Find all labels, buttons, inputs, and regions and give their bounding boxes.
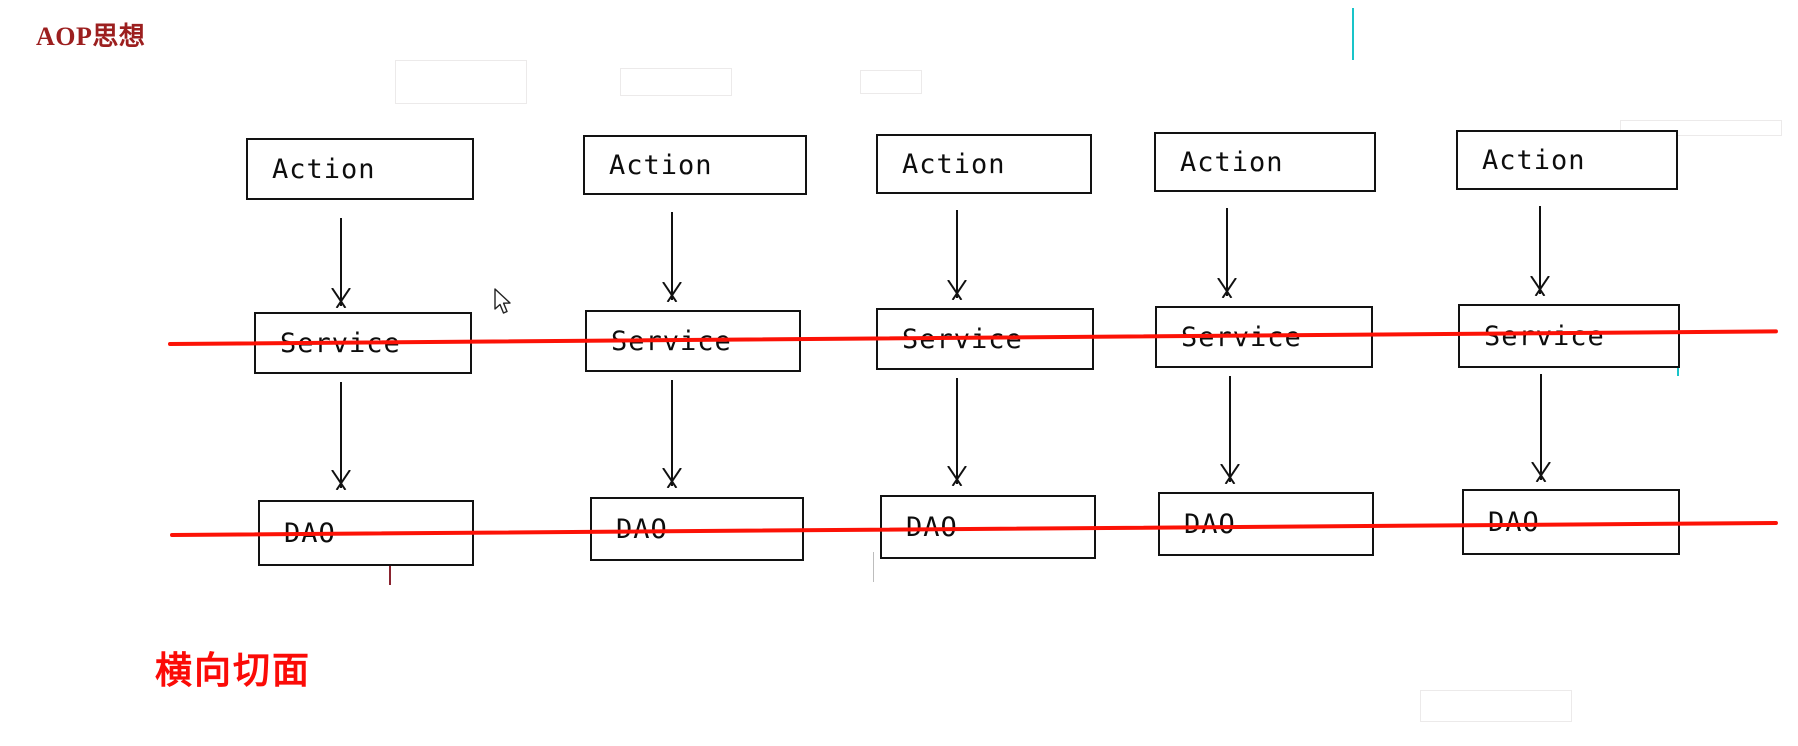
- node-service-5[interactable]: Service: [1458, 304, 1680, 368]
- scan-artifact-box-2: [620, 68, 732, 96]
- node-label: Action: [272, 153, 376, 185]
- node-action-2[interactable]: Action: [583, 135, 807, 195]
- node-label: DAO: [1184, 508, 1236, 540]
- scan-artifact-box-5: [1420, 690, 1572, 722]
- node-label: Action: [609, 149, 713, 181]
- page-title: AOP思想: [36, 22, 146, 51]
- cyan-artifact-top: [1352, 8, 1354, 60]
- node-label: Service: [1484, 320, 1605, 352]
- node-label: Action: [1180, 146, 1284, 178]
- grey-tick-artifact-dao: [873, 552, 874, 582]
- node-action-1[interactable]: Action: [246, 138, 474, 200]
- node-label: Action: [1482, 144, 1586, 176]
- node-action-4[interactable]: Action: [1154, 132, 1376, 192]
- cross-cutting-label: 横向切面: [155, 650, 311, 691]
- scan-artifact-box-4: [1620, 120, 1782, 136]
- node-label: Action: [902, 148, 1006, 180]
- node-action-5[interactable]: Action: [1456, 130, 1678, 190]
- node-action-3[interactable]: Action: [876, 134, 1092, 194]
- scan-artifact-box-3: [860, 70, 922, 94]
- scan-artifact-box-1: [395, 60, 527, 104]
- mouse-cursor-icon: [494, 288, 511, 314]
